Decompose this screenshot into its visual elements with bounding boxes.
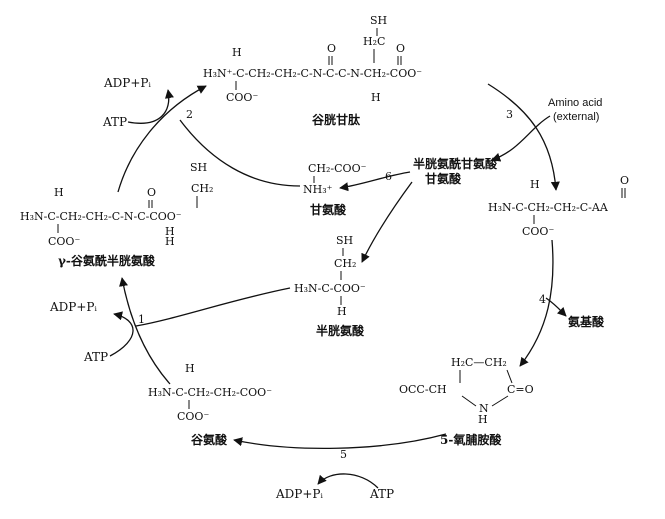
gamma-glutamyl-amino-acid-structure: H O H₃N-C-CH₂-CH₂-C-AA COO⁻ bbox=[488, 174, 629, 238]
glu-cys-h-mid: H bbox=[165, 225, 175, 238]
gamma-glutamylcysteine-structure: SH CH₂ H O H₃N-C-CH₂-CH₂-C-N-C-COO⁻ COO⁻… bbox=[20, 161, 213, 268]
glu-cys-coo: COO⁻ bbox=[48, 235, 80, 248]
arrow-glycine-into-step-2 bbox=[179, 119, 301, 187]
glycine-structure: CH₂-COO⁻ NH₃⁺ 甘氨酸 bbox=[303, 162, 367, 217]
glu-cys-oxygen: O bbox=[147, 186, 156, 199]
glutathione-h-bottom: H bbox=[371, 91, 381, 104]
glutathione-oxygen: O bbox=[396, 42, 405, 55]
glutathione-oxygen: O bbox=[327, 42, 336, 55]
arrow-step-4 bbox=[519, 239, 554, 367]
cofactor-atp: ATP bbox=[83, 350, 108, 364]
glutamate-structure: H H₃N-C-CH₂-CH₂-COO⁻ COO⁻ 谷氨酸 bbox=[148, 362, 272, 447]
arrow-step-3 bbox=[487, 83, 560, 191]
oxoproline-bond bbox=[491, 395, 509, 407]
glu-cys-h-bottom: H bbox=[165, 235, 175, 248]
arrow-atp-to-adp bbox=[317, 473, 379, 489]
glutamate-backbone: H₃N-C-CH₂-CH₂-COO⁻ bbox=[148, 386, 272, 399]
glu-cys-backbone: H₃N-C-CH₂-CH₂-C-N-C-COO⁻ bbox=[20, 210, 182, 223]
glycine-ch2-coo: CH₂-COO⁻ bbox=[308, 162, 367, 175]
arrow-atp-to-adp bbox=[109, 311, 134, 357]
glycine-label: 甘氨酸 bbox=[310, 202, 347, 217]
external-amino-acid-line1: Amino acid bbox=[548, 97, 602, 109]
amino-acid-label: 氨基酸 bbox=[568, 314, 605, 329]
glutamate-label: 谷氨酸 bbox=[191, 432, 228, 447]
cofactor-adp-pi: ADP+Pᵢ bbox=[49, 300, 97, 314]
glutathione-ch2: H₂C bbox=[363, 35, 385, 48]
oxoproline-n: N bbox=[479, 402, 489, 415]
cofactor-atp: ATP bbox=[102, 115, 127, 129]
arrow-step-6-cysteine bbox=[361, 181, 413, 263]
glutathione-backbone: H₃N⁺-C-CH₂-CH₂-C-N-C-C-N-CH₂-COO⁻ bbox=[203, 67, 422, 80]
arrow-atp-to-adp bbox=[127, 89, 174, 124]
glutamate-h: H bbox=[185, 362, 195, 375]
glutathione-label: 谷胱甘肽 bbox=[312, 112, 361, 127]
step-number: 5 bbox=[340, 448, 347, 461]
arrow-step-6-glycine bbox=[339, 171, 411, 192]
step-number: 4 bbox=[539, 293, 546, 306]
cysteine-backbone: H₃N-C-COO⁻ bbox=[294, 282, 366, 295]
glu-aa-oxygen: O bbox=[620, 174, 629, 187]
glu-cys-label: γ-谷氨酰半胱氨酸 bbox=[58, 253, 156, 268]
glutathione-h-top: H bbox=[232, 46, 242, 59]
step-number: 3 bbox=[506, 108, 513, 121]
glutathione-sh: SH bbox=[370, 14, 387, 27]
arrow-amino-acid-release bbox=[545, 297, 567, 317]
cysteine-ch2: CH₂ bbox=[334, 257, 356, 270]
arrow-step-5 bbox=[233, 433, 447, 450]
cysteine-structure: SH CH₂ H₃N-C-COO⁻ H 半胱氨酸 bbox=[294, 234, 366, 338]
oxoproline-bond bbox=[506, 369, 513, 384]
cofactor-adp-pi: ADP+Pᵢ bbox=[275, 487, 323, 501]
glutathione-coo: COO⁻ bbox=[226, 91, 258, 104]
oxoproline-ring-top: H₂C—CH₂ bbox=[451, 356, 507, 369]
cysteine-sh: SH bbox=[336, 234, 353, 247]
glu-aa-coo: COO⁻ bbox=[522, 225, 554, 238]
oxoproline-h: H bbox=[478, 413, 488, 426]
cysteinylglycine-label-line2: 甘氨酸 bbox=[425, 171, 462, 186]
arrow-step-1 bbox=[119, 277, 171, 385]
oxoproline-structure: H₂C—CH₂ OCC-CH C=O N H 5-氧脯胺酸 bbox=[399, 356, 534, 447]
step-number: 2 bbox=[186, 108, 193, 121]
step-number: 1 bbox=[138, 313, 145, 326]
arrow-external-amino-acid bbox=[491, 115, 551, 162]
arrow-step-2 bbox=[117, 85, 207, 193]
external-amino-acid-line2: (external) bbox=[553, 111, 599, 123]
cofactor-atp: ATP bbox=[369, 487, 394, 501]
cofactor-adp-pi: ADP+Pᵢ bbox=[103, 76, 151, 90]
oxoproline-bond bbox=[461, 395, 477, 407]
glutathione-structure: SH H₂C H O O H₃N⁺-C-CH₂-CH₂-C-N-C-C-N-CH… bbox=[203, 14, 422, 127]
glu-cys-sh: SH bbox=[190, 161, 207, 174]
glu-cys-h-top: H bbox=[54, 186, 64, 199]
oxoproline-left: OCC-CH bbox=[399, 383, 447, 396]
glutamate-coo: COO⁻ bbox=[177, 410, 209, 423]
oxoproline-label: 5-氧脯胺酸 bbox=[440, 432, 502, 447]
cysteine-label: 半胱氨酸 bbox=[316, 323, 365, 338]
glu-aa-h: H bbox=[530, 178, 540, 191]
glu-cys-ch2: CH₂ bbox=[191, 182, 213, 195]
glycine-nh3: NH₃⁺ bbox=[303, 183, 333, 196]
arrow-cysteine-into-step-1 bbox=[135, 287, 291, 327]
oxoproline-carbonyl: C=O bbox=[507, 383, 534, 396]
cysteinylglycine-label: 半胱氨酰甘氨酸 bbox=[413, 156, 498, 171]
cysteine-h: H bbox=[337, 305, 347, 318]
glu-aa-backbone: H₃N-C-CH₂-CH₂-C-AA bbox=[488, 201, 609, 214]
external-amino-acid: Amino acid (external) bbox=[548, 97, 602, 123]
